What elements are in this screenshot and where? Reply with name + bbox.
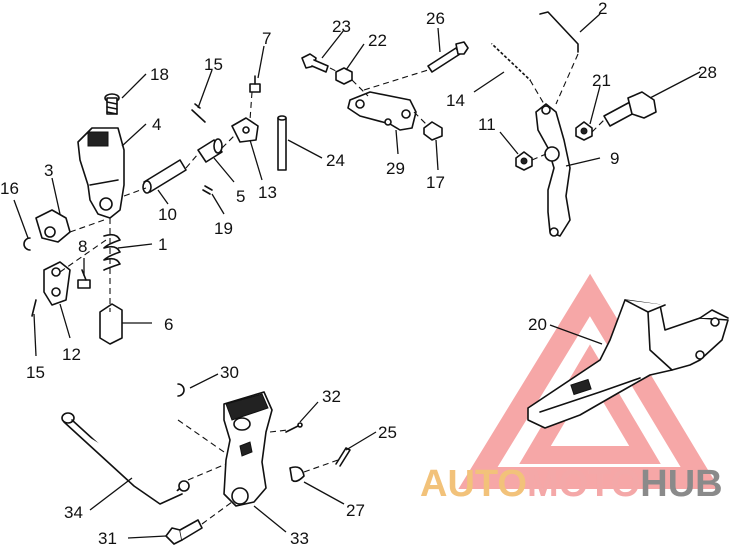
callout-29: 29 xyxy=(386,159,405,178)
part-18-screw xyxy=(104,93,120,115)
part-12-plate xyxy=(43,261,71,306)
part-22-nut xyxy=(335,67,353,85)
part-15-pin-lower xyxy=(31,299,37,317)
callout-31: 31 xyxy=(98,529,117,546)
part-32-pin xyxy=(285,422,303,433)
callout-20: 20 xyxy=(528,315,547,334)
part-26-bolt xyxy=(427,41,469,73)
callout-28: 28 xyxy=(698,63,717,82)
leader-lines xyxy=(13,13,701,539)
callout-19: 19 xyxy=(214,219,233,238)
callout-12: 12 xyxy=(62,345,81,364)
callout-8: 8 xyxy=(78,237,87,256)
part-9-lever xyxy=(535,103,571,237)
part-11-nut xyxy=(515,151,533,171)
part-16-clip xyxy=(23,237,31,251)
callout-30: 30 xyxy=(220,363,239,382)
part-24-pin xyxy=(277,115,287,171)
callout-32: 32 xyxy=(322,387,341,406)
callout-4: 4 xyxy=(152,115,161,134)
callout-6: 6 xyxy=(164,315,173,334)
watermark-hub: HUB xyxy=(640,463,722,505)
callout-23: 23 xyxy=(332,17,351,36)
callout-7: 7 xyxy=(262,29,271,48)
callout-33: 33 xyxy=(290,529,309,546)
watermark-triangle xyxy=(458,273,720,489)
part-25-cotter-pin xyxy=(335,447,351,467)
callout-13: 13 xyxy=(258,183,277,202)
watermark-auto: AUTO xyxy=(420,463,527,505)
part-33-housing xyxy=(223,391,273,507)
part-23-bolt xyxy=(301,53,329,73)
callout-22: 22 xyxy=(368,31,387,50)
callout-9: 9 xyxy=(610,149,619,168)
part-30-clip xyxy=(177,383,185,397)
callout-11: 11 xyxy=(478,115,496,134)
part-34-link-rod xyxy=(61,412,190,505)
part-21-nut xyxy=(575,121,593,141)
callout-21: 21 xyxy=(592,71,611,90)
part-31-bolt xyxy=(165,519,203,545)
callout-24: 24 xyxy=(326,151,345,170)
callout-27: 27 xyxy=(346,501,365,520)
part-13-bracket xyxy=(231,117,259,143)
part-7-screw xyxy=(249,75,261,93)
part-5-bushing xyxy=(197,138,223,163)
part-2-rod xyxy=(539,11,579,53)
svg-text:AUTOMOTOHUB: AUTOMOTOHUB xyxy=(420,463,723,505)
callout-15-upper: 15 xyxy=(204,55,223,74)
part-4-housing xyxy=(77,127,125,219)
callout-17: 17 xyxy=(426,173,445,192)
assembly-lines xyxy=(59,53,605,525)
part-17-spacer xyxy=(423,121,443,141)
watermark-text: AUTOMOTOHUB xyxy=(420,463,723,505)
callout-5: 5 xyxy=(236,187,245,206)
watermark-moto: MOTO xyxy=(527,463,640,505)
part-3-lever xyxy=(35,209,71,243)
callout-3: 3 xyxy=(44,161,53,180)
callout-18: 18 xyxy=(150,65,169,84)
callout-labels: 18 4 3 16 1 8 6 12 15 15 10 5 19 13 7 24… xyxy=(0,0,717,546)
part-27-washer xyxy=(289,466,305,483)
part-29-bracket xyxy=(347,91,417,131)
callout-10: 10 xyxy=(158,205,177,224)
part-6-block xyxy=(99,303,123,345)
callout-14: 14 xyxy=(446,91,465,110)
callout-34: 34 xyxy=(64,503,83,522)
part-15-pin-upper xyxy=(191,103,206,123)
callout-25: 25 xyxy=(378,423,397,442)
callout-16: 16 xyxy=(0,179,19,198)
callout-26: 26 xyxy=(426,9,445,28)
callout-2: 2 xyxy=(598,0,607,18)
part-10-rod xyxy=(142,159,187,194)
callout-15-lower: 15 xyxy=(26,363,45,382)
part-1-spring xyxy=(103,233,121,271)
callout-1: 1 xyxy=(158,235,167,254)
part-19-spring xyxy=(202,185,213,195)
part-20-bracket xyxy=(527,299,729,429)
part-28-bolt xyxy=(603,91,657,127)
part-14-rope xyxy=(491,43,531,81)
